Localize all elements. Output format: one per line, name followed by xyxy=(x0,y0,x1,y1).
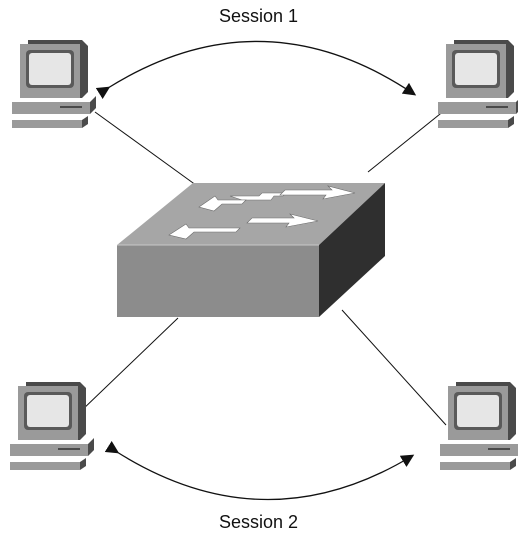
link-bottom-left xyxy=(79,317,179,413)
link-top-right xyxy=(367,109,446,173)
session-2-label: Session 2 xyxy=(219,512,299,532)
switch-arrow-3 xyxy=(279,185,356,200)
computer-icon xyxy=(438,40,518,128)
switch-arrow-4 xyxy=(246,213,319,228)
switch-arrow-5 xyxy=(168,223,241,240)
link-top-left xyxy=(94,111,201,189)
computer-icon xyxy=(440,382,518,470)
switch-arrow-2 xyxy=(198,195,247,212)
computer-icon xyxy=(12,40,96,128)
link-bottom-right xyxy=(341,309,447,426)
computer-icon xyxy=(10,382,94,470)
session-1-label: Session 1 xyxy=(219,6,299,26)
session-top-arc xyxy=(95,40,417,100)
switch-icon xyxy=(117,183,385,317)
switch-arrow-1 xyxy=(229,192,287,201)
session-bottom-arc xyxy=(104,440,415,501)
